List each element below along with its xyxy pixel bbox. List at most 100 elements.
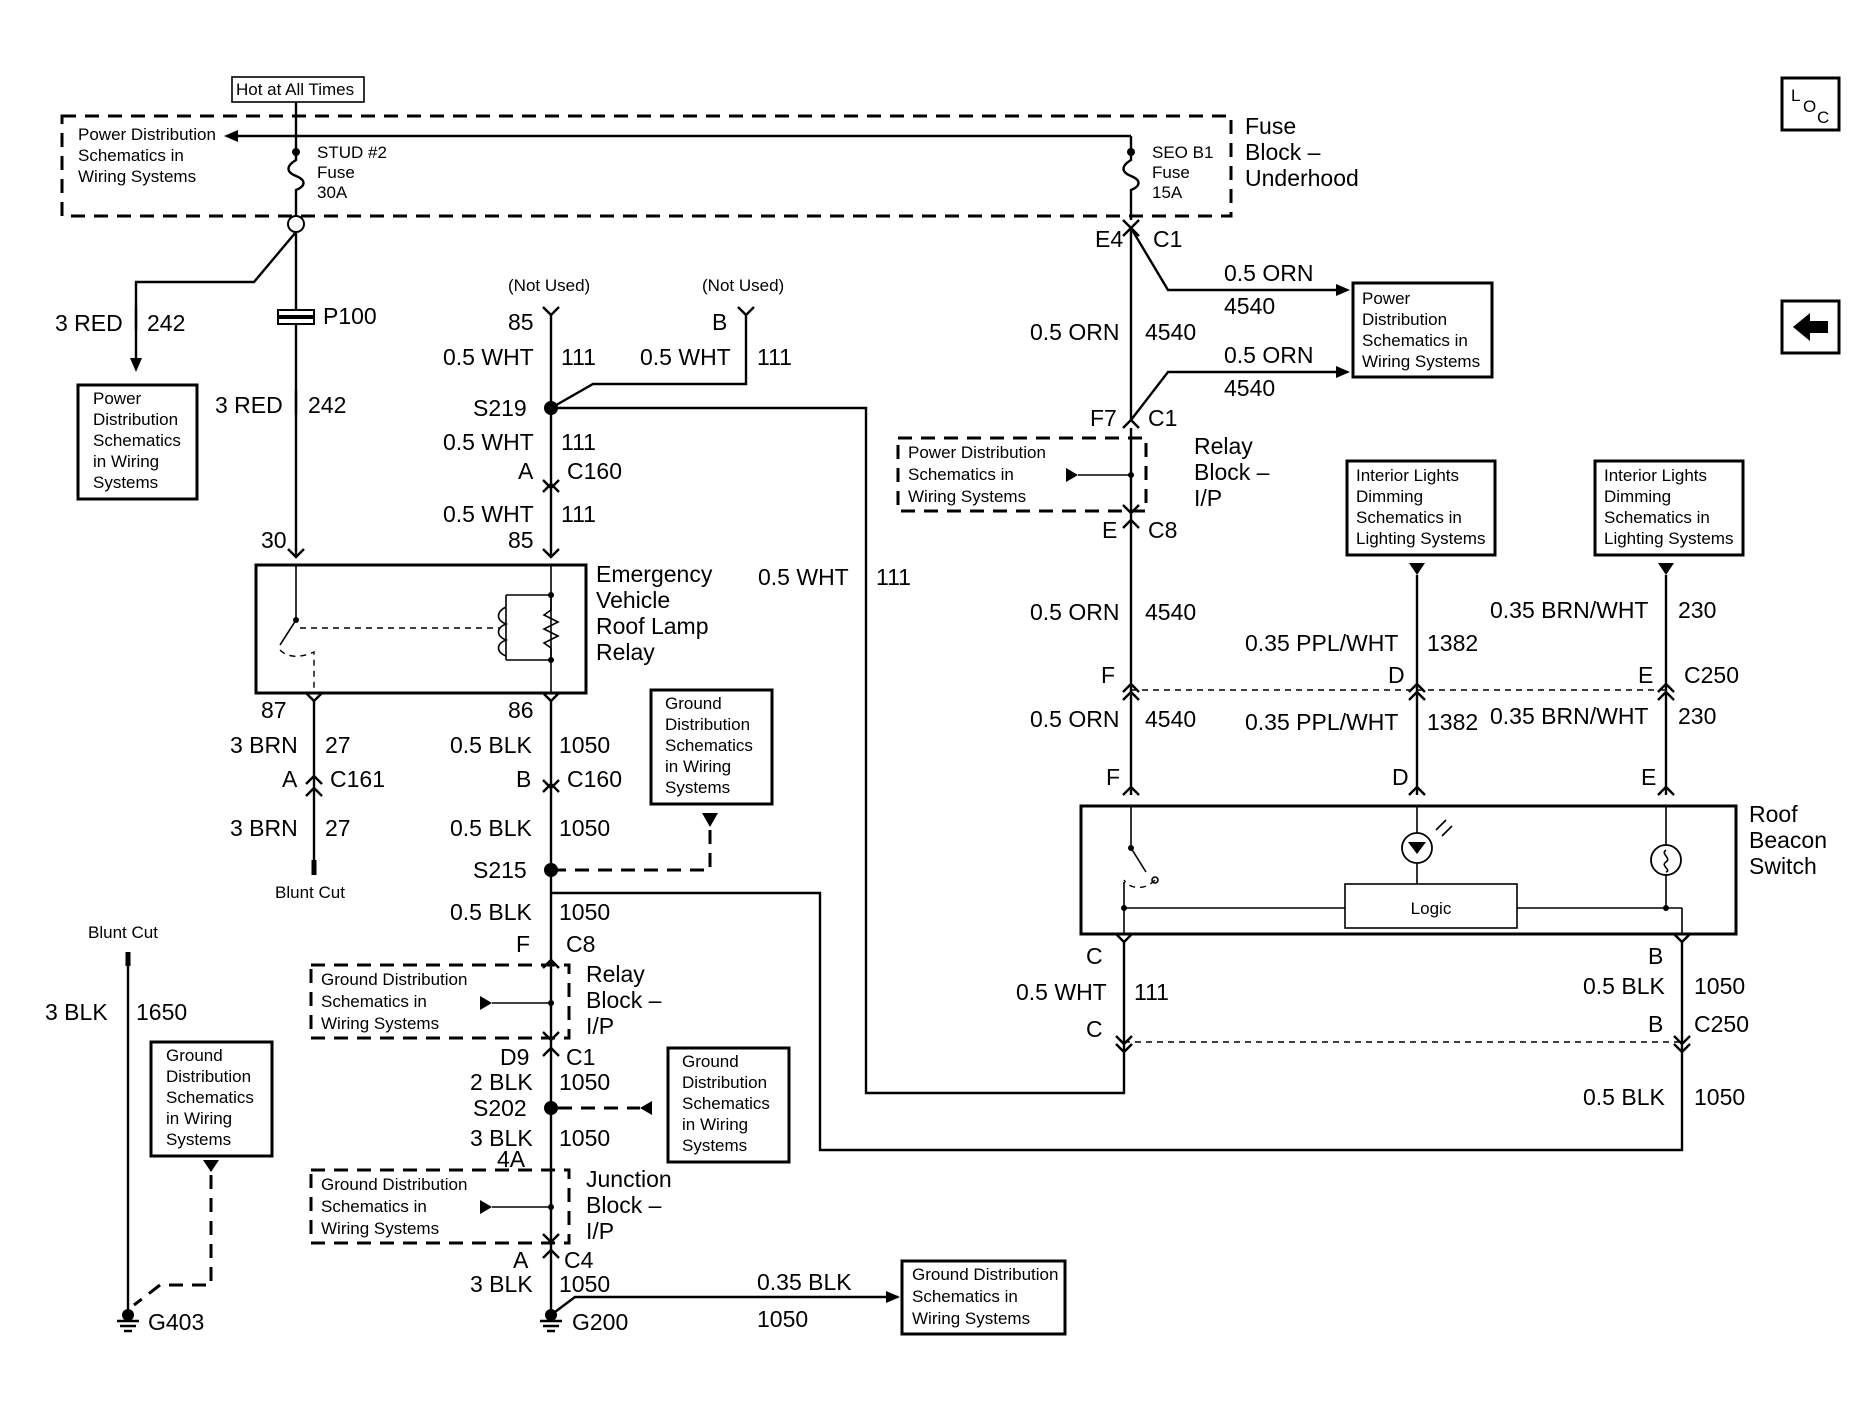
- relay-block-gd-1: Ground Distribution: [321, 970, 467, 989]
- orn-b-gauge: 0.5 ORN: [1224, 342, 1313, 368]
- gd-box-s215-4: in Wiring: [665, 757, 731, 776]
- orn-a-gauge: 0.5 ORN: [1224, 260, 1313, 286]
- orn-e-circuit: 4540: [1145, 706, 1196, 732]
- pd-box-left-5: Systems: [93, 473, 158, 492]
- 3blk-gauge: 3 BLK: [470, 1125, 533, 1151]
- wht-a-circuit: 111: [561, 344, 596, 370]
- loc-icon[interactable]: L O C: [1780, 76, 1841, 132]
- gd-g403-dashed-link: [133, 1175, 213, 1307]
- relay-coil-node-2: [548, 657, 554, 663]
- s202-splice-icon: [544, 1101, 558, 1115]
- wht-c-circuit: 111: [561, 429, 596, 455]
- d9-label: D9: [500, 1044, 529, 1070]
- orn-branch-b-arrow-icon: [1336, 366, 1350, 378]
- c250b-b-icon-1: [1673, 1035, 1691, 1046]
- s202-label: S202: [473, 1095, 527, 1121]
- fuse-block-pd-ref-3: Wiring Systems: [78, 167, 196, 186]
- relay-switch-arm-icon: [279, 619, 297, 646]
- gd-box-s202-4: in Wiring: [682, 1115, 748, 1134]
- brn2-circuit: 27: [325, 815, 351, 841]
- gd-box-g403-4: in Wiring: [166, 1109, 232, 1128]
- switch-pin-d: D: [1392, 764, 1409, 790]
- switch-arc: [1123, 879, 1156, 889]
- pin-85-top: 85: [508, 309, 534, 335]
- wht-111-b-wire: [550, 313, 748, 410]
- ppl2-gauge: 0.35 PPL/WHT: [1245, 709, 1398, 735]
- c250b-label: C250: [1694, 1011, 1749, 1037]
- f7-label: F7: [1090, 405, 1117, 431]
- dim-box-2-3: Schematics in: [1604, 508, 1710, 527]
- loc-icon-c: C: [1817, 108, 1829, 127]
- seo-fuse-icon: [1122, 136, 1140, 220]
- stud-fuse-icon: [287, 136, 305, 216]
- pin-4a: 4A: [497, 1146, 526, 1172]
- 3blk2-circuit: 1050: [559, 1271, 610, 1297]
- switch-blk2-gauge: 0.5 BLK: [1583, 1084, 1665, 1110]
- red-branch-arrow-icon: [130, 358, 142, 372]
- c8-right-icon-1: [1122, 504, 1140, 515]
- c161-pin-a: A: [282, 766, 298, 792]
- gd-s215-arrow-icon: [702, 813, 718, 827]
- brn2-gauge: 3 BRN: [230, 815, 298, 841]
- c160-top-icon-1: [542, 479, 560, 490]
- wht-b-gauge: 0.5 WHT: [640, 344, 731, 370]
- junction-name-1: Junction: [586, 1166, 672, 1192]
- 035-blk-arrow-icon: [886, 1291, 900, 1303]
- loc-icon-o: O: [1803, 97, 1816, 116]
- c250-d-icon-2: [1408, 690, 1426, 701]
- fuse-block-name-3: Underhood: [1245, 165, 1359, 191]
- blk2-circuit: 1050: [559, 815, 610, 841]
- logic-box: [1344, 883, 1518, 929]
- relay-name-2: Vehicle: [596, 587, 670, 613]
- c8-right-pin-e: E: [1102, 517, 1117, 543]
- c250b-pin-b: B: [1648, 1011, 1663, 1037]
- junction-gd-3: Wiring Systems: [321, 1219, 439, 1238]
- wht-111-long-wire: [551, 406, 1126, 1095]
- junction-name-3: I/P: [586, 1218, 614, 1244]
- switch-pin-b: B: [1648, 943, 1663, 969]
- relay-block-node: [548, 1000, 554, 1006]
- relay-block-right-arrow-icon: [1066, 468, 1078, 482]
- orn-c-gauge: 0.5 ORN: [1030, 319, 1119, 345]
- gd-box-s215-3: Schematics: [665, 736, 753, 755]
- brn-gauge-r: 0.35 BRN/WHT: [1490, 597, 1648, 623]
- red-main-gauge: 3 RED: [215, 392, 283, 418]
- p100-connector-icon: [277, 309, 315, 317]
- stud-terminal-icon: [287, 215, 305, 233]
- g403-label: G403: [148, 1309, 204, 1335]
- f7-icon: [1122, 418, 1140, 429]
- gd-box-g403-1: Ground: [166, 1046, 223, 1065]
- gd-box-g403-3: Schematics: [166, 1088, 254, 1107]
- c8-label: C8: [566, 931, 595, 957]
- switch-f-icon: [1122, 785, 1140, 796]
- c1-label: C1: [566, 1044, 595, 1070]
- relay-box: [254, 563, 588, 695]
- relay-block-ip-name-1: Relay: [586, 961, 645, 987]
- back-arrow-icon[interactable]: [1780, 299, 1841, 355]
- fuse-block-name-2: Block –: [1245, 139, 1321, 165]
- junction-block-outline: [309, 1168, 571, 1245]
- gd-box-s202-5: Systems: [682, 1136, 747, 1155]
- wht-c-gauge: 0.5 WHT: [443, 429, 534, 455]
- g403-ground-icon: [117, 1319, 139, 1333]
- c160-pin-b: B: [516, 766, 531, 792]
- c160-bottom-icon-1: [542, 779, 560, 790]
- gd-box-s202-3: Schematics: [682, 1094, 770, 1113]
- ppl2-circuit: 1382: [1427, 709, 1478, 735]
- pd-box-right-4: Wiring Systems: [1362, 352, 1480, 371]
- s202-arrow-icon: [640, 1101, 652, 1115]
- c250-e-icon-1: [1657, 682, 1675, 693]
- g200-ground-icon: [540, 1319, 562, 1333]
- g403-gauge: 3 BLK: [45, 999, 108, 1025]
- c8-right-icon-2: [1122, 518, 1140, 529]
- switch-pin-c: C: [1086, 943, 1103, 969]
- red-branch-gauge: 3 RED: [55, 310, 123, 336]
- switch-blk-gauge: 0.5 BLK: [1583, 973, 1665, 999]
- pd-box-left-3: Schematics: [93, 431, 181, 450]
- switch-blk2-circuit: 1050: [1694, 1084, 1745, 1110]
- relay-block-right-name-3: I/P: [1194, 485, 1222, 511]
- dim-box-1: [1345, 459, 1497, 557]
- gd-box-g403-2: Distribution: [166, 1067, 251, 1086]
- orn-b-circuit: 4540: [1224, 375, 1275, 401]
